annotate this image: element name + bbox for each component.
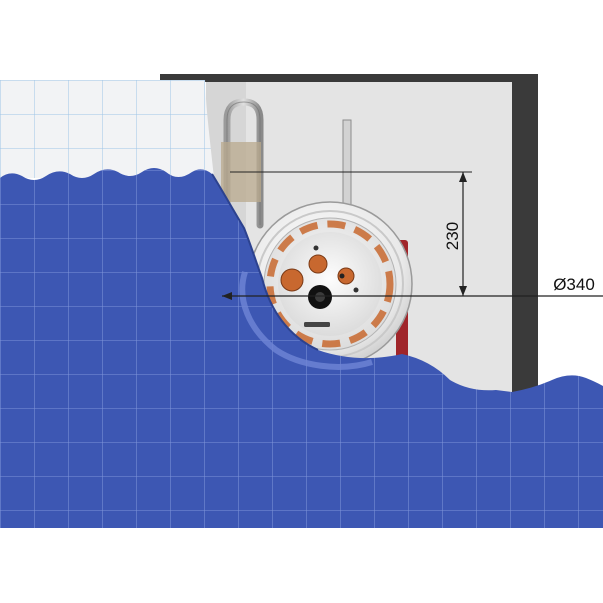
nozzle-left — [280, 268, 304, 292]
counter-current-unit — [247, 201, 413, 367]
suction-slots — [266, 220, 394, 348]
submerged-rim — [239, 271, 373, 370]
diameter-dimension-label: Ø340 — [553, 275, 595, 294]
tiled-wall — [0, 80, 214, 178]
screw-right — [353, 287, 359, 293]
nozzle-top — [308, 254, 328, 274]
nozzle-right — [337, 267, 355, 285]
dimension-height: 230 — [230, 171, 472, 296]
dim-diameter-arrow — [222, 292, 232, 300]
dim-height-arrow-top — [459, 172, 467, 182]
control-button — [304, 322, 330, 327]
screw-top — [313, 245, 319, 251]
height-dimension-label: 230 — [443, 222, 462, 250]
pool-water — [0, 168, 603, 528]
dim-height-arrow-bottom — [459, 286, 467, 296]
dimension-diameter: Ø340 — [222, 275, 603, 300]
niche-top-frame — [160, 74, 538, 82]
niche-right-frame — [512, 74, 538, 394]
